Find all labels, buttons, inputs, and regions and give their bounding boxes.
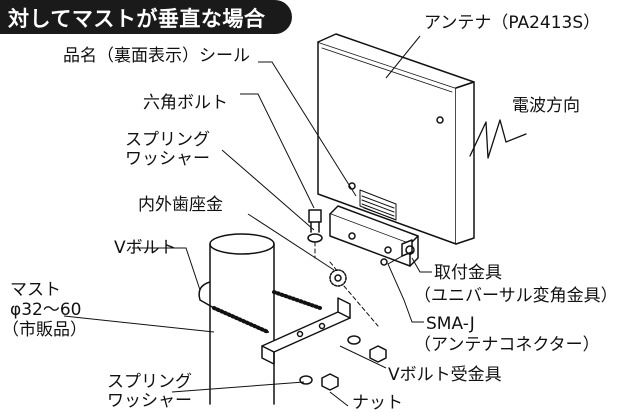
- label-spring-washer-bottom-2: ワッシャー: [107, 391, 192, 411]
- spring-washer-bottom: [299, 375, 313, 385]
- spring-washer-top: [307, 233, 323, 243]
- label-mast-1: マスト: [10, 280, 61, 300]
- nut-bottom: [321, 373, 339, 391]
- diagram-title: 対してマストが垂直な場合: [8, 7, 266, 31]
- vbolt-bracket: [261, 297, 351, 365]
- seal-hatch: [359, 189, 397, 221]
- label-spring-washer-top-1: スプリング: [125, 130, 210, 150]
- universal-bracket: [329, 205, 419, 267]
- label-mast-3: （市販品）: [2, 320, 87, 340]
- label-hex-bolt: 六角ボルト: [143, 93, 228, 113]
- label-v-bolt: Vボルト: [114, 238, 177, 258]
- label-sma-2: （アンテナコネクター）: [414, 335, 600, 355]
- label-sma-1: SMA-J: [426, 314, 475, 334]
- label-antenna: アンテナ（PA2413S）: [424, 13, 601, 33]
- label-mast-2: φ32～60: [10, 300, 82, 320]
- label-nut: ナット: [352, 393, 403, 413]
- washer-right: [347, 335, 361, 345]
- mast-pipe: [209, 233, 275, 405]
- hex-bolt: [308, 209, 322, 233]
- label-vbolt-bracket: Vボルト受金具: [388, 365, 502, 385]
- title-banner: 対してマストが垂直な場合: [0, 0, 292, 34]
- label-seal: 品名（裏面表示）シール: [63, 46, 250, 66]
- label-spring-washer-bottom-1: スプリング: [107, 372, 192, 392]
- antenna-panel: [317, 33, 475, 245]
- tooth-washer: [329, 269, 347, 287]
- v-bolt: [198, 281, 322, 334]
- label-wave-direction: 電波方向: [512, 96, 580, 116]
- wave-arrow: [469, 119, 527, 159]
- label-spring-washer-top-2: ワッシャー: [125, 149, 210, 169]
- nut-right: [369, 345, 387, 363]
- label-bracket-2: （ユニバーサル変角金具）: [414, 286, 618, 306]
- sma-connector: [401, 239, 415, 257]
- label-tooth-washer: 内外歯座金: [138, 195, 223, 215]
- label-bracket-1: 取付金具: [434, 263, 502, 283]
